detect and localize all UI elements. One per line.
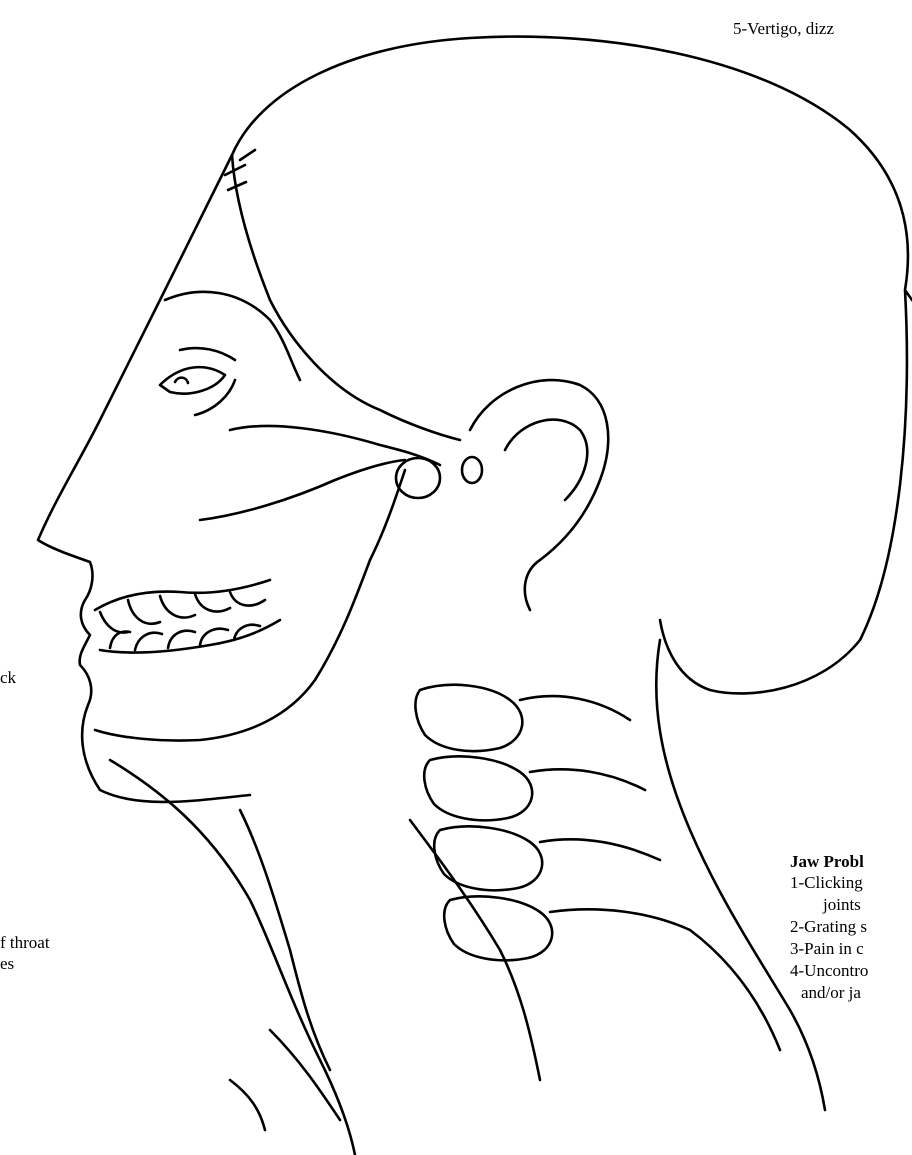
head-outline <box>232 37 912 694</box>
ear <box>470 380 608 610</box>
shoulder-line <box>410 820 780 1080</box>
caption-left-fragment-2: f throat <box>0 932 50 954</box>
face-profile <box>38 155 250 802</box>
jaw-problems-heading: Jaw Probl <box>790 851 864 873</box>
ear-canal <box>462 457 482 483</box>
jaw-problem-item: 4-Uncontro <box>790 960 868 982</box>
neck-front <box>110 760 355 1155</box>
upper-teeth <box>95 580 270 633</box>
jaw-problem-item: 3-Pain in c <box>790 938 864 960</box>
hair-strands <box>225 150 255 190</box>
hairline <box>232 155 460 440</box>
cervical-vertebra-2 <box>424 756 532 820</box>
caption-left-fragment-3: es <box>0 953 14 975</box>
cheek-line <box>200 460 405 520</box>
jaw-problem-item: 1-Clicking <box>790 872 863 894</box>
neck-line <box>240 810 330 1070</box>
jaw-problem-item: and/or ja <box>801 982 861 1004</box>
spinal-processes <box>520 696 690 930</box>
lower-teeth <box>100 620 280 652</box>
cervical-vertebra-1 <box>415 685 522 751</box>
caption-left-fragment-1: ck <box>0 667 16 689</box>
brow-line <box>165 292 300 380</box>
cervical-vertebra-3 <box>434 826 542 890</box>
jaw-problem-item: 2-Grating s <box>790 916 867 938</box>
cervical-vertebra-4 <box>444 896 552 960</box>
caption-vertigo-partial: 5-Vertigo, dizz <box>733 18 834 40</box>
jaw-problem-item: joints <box>823 894 861 916</box>
throat <box>230 1030 340 1130</box>
eye <box>160 367 225 393</box>
